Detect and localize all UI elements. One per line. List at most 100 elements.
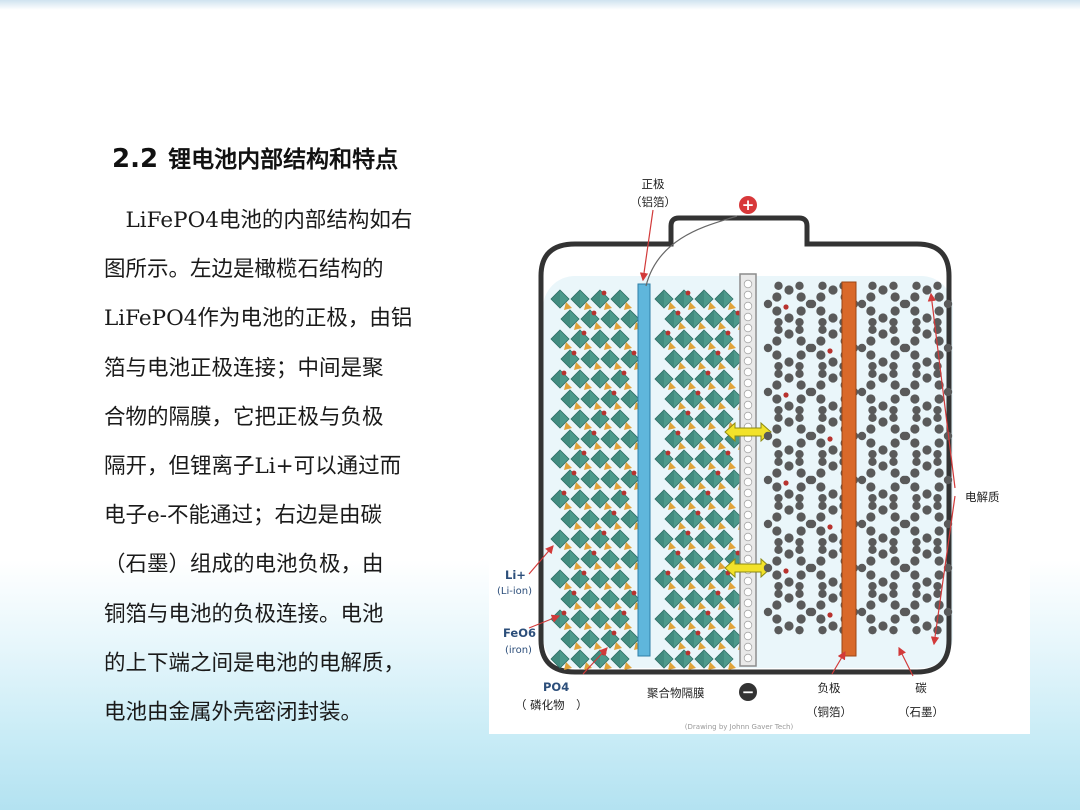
carbon-atom — [910, 614, 920, 624]
top-header-band — [0, 0, 1080, 10]
carbon-atom — [772, 306, 782, 316]
separator-pore — [743, 609, 753, 619]
carbon-atom — [922, 549, 932, 559]
carbon-atom — [795, 449, 804, 459]
carbon-atom — [818, 501, 827, 511]
crystal-shade — [561, 310, 570, 328]
anode-label: 负极 — [818, 681, 841, 695]
carbon-atom — [890, 394, 900, 404]
po4-tetrahedron — [614, 562, 622, 570]
po4-tetrahedron — [564, 662, 572, 670]
li-ion-dot — [783, 480, 789, 486]
crystal-shade — [705, 310, 714, 328]
crystal-shade — [695, 610, 704, 628]
section-title: 锂电池内部结构和特点 — [168, 147, 399, 173]
po4-tetrahedron — [564, 622, 572, 630]
crystal-shade — [675, 410, 684, 428]
feo6-octahedron — [704, 629, 724, 649]
carbon-atom — [816, 394, 826, 404]
crystal-shade — [611, 490, 620, 508]
paragraph-line: 合物的隔膜，它把正极与负极 — [104, 404, 384, 430]
feo6-octahedron — [704, 509, 724, 529]
li-ion-dot — [561, 490, 567, 496]
po4-tetrahedron — [708, 462, 716, 470]
carbon-atom — [901, 299, 911, 309]
li-ion-dot — [561, 610, 567, 616]
carbon-atom — [795, 581, 804, 591]
crystal-shade — [695, 450, 704, 468]
po4-tetrahedron — [688, 622, 696, 630]
separator-pore — [743, 532, 753, 542]
crystal-shade — [665, 590, 674, 608]
carbon-atom — [901, 431, 911, 441]
crystal-shade — [581, 550, 590, 568]
anode-foil-label: （铜箔） — [806, 705, 852, 719]
crystal-shade — [551, 410, 560, 428]
crystal-shade — [601, 390, 610, 408]
plus-terminal-icon: + — [739, 196, 757, 214]
feo6-octahedron — [570, 369, 590, 389]
feo6-octahedron — [694, 569, 714, 589]
crystal-shade — [705, 390, 714, 408]
carbon-atom — [910, 468, 920, 478]
po4-tetrahedron — [594, 562, 602, 570]
carbon-atom — [912, 413, 921, 423]
po4-tetrahedron — [698, 442, 706, 450]
carbon-atom — [868, 537, 877, 547]
carbon-atom — [828, 401, 838, 411]
carbon-atom — [796, 336, 806, 346]
carbon-atom — [943, 519, 953, 529]
carbon-atom — [807, 607, 817, 617]
po4-tetrahedron — [584, 422, 592, 430]
feo6-octahedron — [704, 429, 724, 449]
crystal-shade — [581, 470, 590, 488]
carbon-atom — [934, 482, 944, 492]
carbon-atom — [910, 556, 920, 566]
feo6-octahedron — [674, 449, 694, 469]
carbon-atom — [816, 512, 826, 522]
feo6-octahedron — [560, 389, 580, 409]
carbon-atom — [912, 361, 921, 371]
crystal-shade — [685, 510, 694, 528]
feo6-octahedron — [550, 649, 570, 669]
po4-tetrahedron — [584, 502, 592, 510]
carbon-atom — [922, 505, 932, 515]
carbon-atom — [933, 457, 942, 467]
carbon-atom — [910, 526, 920, 536]
battery-diagram: + − 正极 （铝箔） 电解质 Li+ (Li-ion) FeO6 (iron)… — [497, 177, 1000, 731]
po4-tetrahedron — [564, 342, 572, 350]
po4-tetrahedron — [708, 582, 716, 590]
carbon-atom — [828, 489, 838, 499]
crystal-shade — [695, 330, 704, 348]
li-ion-dot — [581, 570, 587, 576]
po4-tetrahedron — [564, 422, 572, 430]
separator-pore — [743, 455, 753, 465]
feo6-octahedron — [550, 289, 570, 309]
carbon-atom — [866, 394, 876, 404]
carbon-atom — [796, 482, 806, 492]
feo6-octahedron — [590, 489, 610, 509]
carbon-atom — [857, 475, 867, 485]
carbon-atom — [868, 317, 877, 327]
carbon-atom — [934, 292, 944, 302]
po4-tetrahedron — [594, 482, 602, 490]
carbon-atom — [763, 343, 773, 353]
carbon-atom — [889, 413, 898, 423]
carbon-atom — [772, 570, 782, 580]
po4-tetrahedron — [574, 442, 582, 450]
po4-tetrahedron — [574, 482, 582, 490]
carbon-atom — [818, 457, 827, 467]
po4-tetrahedron — [564, 382, 572, 390]
feo6-octahedron — [674, 329, 694, 349]
paragraph-line: 图所示。左边是橄榄石结构的 — [104, 257, 384, 283]
po4-tetrahedron — [624, 662, 632, 670]
crystal-shade — [611, 610, 620, 628]
crystal-shade — [725, 350, 734, 368]
po4-tetrahedron — [624, 502, 632, 510]
crystal-shade — [685, 590, 694, 608]
po4-tetrahedron — [678, 362, 686, 370]
feo6-octahedron — [714, 409, 734, 429]
crystal-shade — [621, 430, 630, 448]
carbon-atom — [796, 468, 806, 478]
crystal-shade — [591, 410, 600, 428]
